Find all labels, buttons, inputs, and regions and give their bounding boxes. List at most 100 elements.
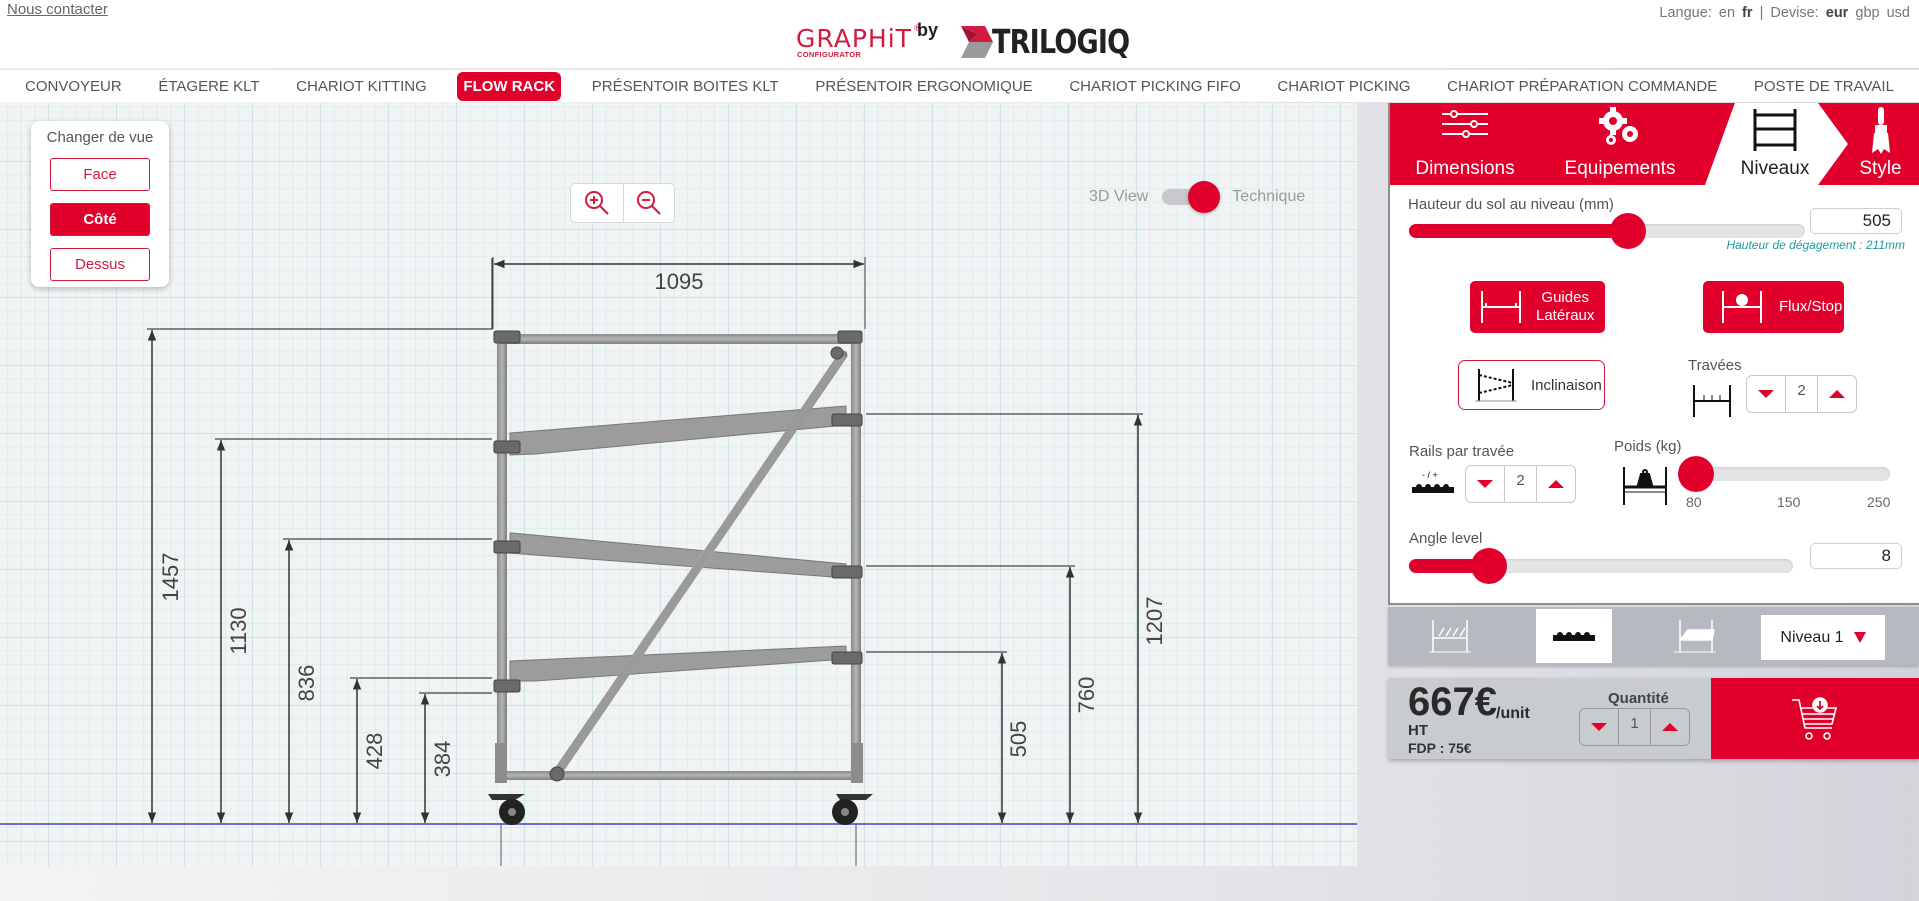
view-dessus-button[interactable]: Dessus: [50, 248, 150, 281]
travees-value[interactable]: 2: [1785, 376, 1818, 412]
view-cote-button[interactable]: Côté: [50, 203, 150, 236]
angle-slider[interactable]: [1409, 548, 1793, 584]
poids-slider[interactable]: [1678, 456, 1890, 492]
tab-style[interactable]: Style: [1840, 103, 1919, 185]
shelf-incline-icon: [1674, 620, 1716, 653]
dim-right-505: 505: [1006, 721, 1031, 758]
quantity-decrement[interactable]: [1580, 709, 1618, 745]
tab-equipements[interactable]: Equipements: [1540, 103, 1700, 185]
quantity-label: Quantité: [1608, 690, 1669, 707]
rails-increment[interactable]: [1537, 466, 1575, 502]
flux-stop-icon: [1722, 291, 1762, 323]
chevron-down-icon: [1477, 480, 1493, 488]
flow-rack-drawing: 1095 1457 1130 836 428 384 1207 760 505: [0, 257, 1357, 866]
quantity-value[interactable]: 1: [1618, 709, 1651, 745]
zoom-in-icon: [584, 191, 609, 215]
chevron-down-icon: [1758, 390, 1774, 398]
nav-chariot-preparation-commande[interactable]: CHARIOT PRÉPARATION COMMANDE: [1447, 77, 1718, 95]
technical-drawing-canvas[interactable]: 1095 1457 1130 836 428 384 1207 760 505 …: [0, 103, 1357, 866]
rails-stepper: 2: [1465, 465, 1576, 503]
height-input[interactable]: 505: [1810, 208, 1902, 234]
toggle-3d-label[interactable]: 3D View: [1089, 188, 1149, 205]
product-nav: CONVOYEUR ÉTAGERE KLT CHARIOT KITTING FL…: [0, 69, 1919, 102]
tab-equipements-label: Equipements: [1564, 158, 1676, 179]
nav-presentoir-ergonomique[interactable]: PRÉSENTOIR ERGONOMIQUE: [815, 77, 1033, 95]
tab-niveaux[interactable]: Niveaux: [1710, 103, 1840, 185]
rails-value[interactable]: 2: [1504, 466, 1537, 502]
poids-label: Poids (kg): [1614, 438, 1682, 455]
travees-increment[interactable]: [1818, 376, 1856, 412]
rails-decrement[interactable]: [1466, 466, 1504, 502]
registered-mark: ®: [912, 24, 923, 34]
logo-trilogiq: TRILOGIQ: [992, 22, 1130, 61]
logo-by: by: [917, 20, 939, 40]
currency-gbp[interactable]: gbp: [1855, 5, 1880, 21]
nav-chariot-kitting[interactable]: CHARIOT KITTING: [296, 77, 427, 95]
language-fr[interactable]: fr: [1742, 5, 1753, 21]
angle-slider-knob[interactable]: [1471, 548, 1507, 584]
flux-stop-label: Flux/Stop: [1779, 298, 1843, 315]
guides-lateraux-button[interactable]: Guides Latéraux: [1470, 281, 1605, 333]
cart-download-icon: [1792, 696, 1838, 740]
poids-tick-250: 250: [1867, 494, 1891, 510]
nav-flow-rack[interactable]: FLOW RACK: [457, 71, 562, 101]
dim-right-760: 760: [1074, 677, 1099, 714]
quantity-increment[interactable]: [1651, 709, 1689, 745]
height-slider-knob[interactable]: [1610, 213, 1646, 249]
currency-eur[interactable]: eur: [1825, 5, 1849, 21]
nav-convoyeur[interactable]: CONVOYEUR: [25, 77, 122, 95]
height-slider[interactable]: [1409, 213, 1805, 249]
chevron-down-icon: [1591, 723, 1607, 731]
trilogiq-logo-icon: [961, 26, 993, 58]
poids-tick-80: 80: [1686, 494, 1702, 510]
nav-chariot-picking[interactable]: CHARIOT PICKING: [1277, 77, 1411, 95]
angle-label: Angle level: [1409, 530, 1483, 547]
contact-link[interactable]: Nous contacter: [7, 1, 108, 18]
paintbrush-icon: [1871, 107, 1890, 154]
currency-usd[interactable]: usd: [1886, 5, 1910, 21]
logo-graphit: GRAPHiT®: [796, 24, 923, 53]
toggle-technique-label[interactable]: Technique: [1232, 188, 1306, 205]
zoom-in-button[interactable]: [571, 184, 623, 222]
inclinaison-button[interactable]: Inclinaison: [1458, 360, 1605, 410]
tab-dimensions-label: Dimensions: [1415, 158, 1515, 179]
inclinaison-label: Inclinaison: [1531, 376, 1602, 394]
render-mode-switch[interactable]: [1160, 179, 1221, 215]
travees-stepper: 2: [1746, 375, 1857, 413]
chevron-down-icon: [1853, 632, 1866, 643]
language-en[interactable]: en: [1718, 5, 1736, 21]
weight-load-icon: [1623, 467, 1667, 505]
zoom-out-button[interactable]: [622, 184, 675, 222]
nav-presentoir-boites-klt[interactable]: PRÉSENTOIR BOITES KLT: [591, 77, 779, 95]
level-guides-tab[interactable]: [1413, 609, 1489, 663]
travees-icon: [1693, 385, 1731, 417]
nav-chariot-picking-fifo[interactable]: CHARIOT PICKING FIFO: [1069, 77, 1241, 95]
currency-label: Devise:: [1770, 5, 1819, 21]
tab-style-label: Style: [1859, 158, 1902, 179]
niveau-select[interactable]: Niveau 1: [1761, 615, 1885, 660]
height-label: Hauteur du sol au niveau (mm): [1408, 196, 1614, 213]
zoom-controls: [570, 183, 675, 223]
travees-decrement[interactable]: [1747, 376, 1785, 412]
add-to-cart-button[interactable]: [1711, 678, 1919, 759]
rails-label: Rails par travée: [1409, 443, 1515, 460]
tab-dimensions[interactable]: Dimensions: [1390, 103, 1540, 185]
level-rails-tab[interactable]: [1536, 609, 1612, 663]
nav-poste-de-travail[interactable]: POSTE DE TRAVAIL: [1753, 77, 1894, 95]
rails-icon: [1553, 632, 1595, 641]
tax-note: HT: [1408, 722, 1428, 739]
poids-slider-knob[interactable]: [1678, 456, 1714, 492]
shelf-levels-icon: [1753, 109, 1797, 151]
switch-knob: [1188, 181, 1221, 213]
rails-icon: [1412, 484, 1454, 493]
nav-etagere-klt[interactable]: ÉTAGERE KLT: [158, 77, 260, 95]
level-shelf-tab[interactable]: [1658, 609, 1734, 663]
price-unit: /unit: [1496, 705, 1530, 722]
dim-left-1130: 1130: [226, 607, 251, 654]
chevron-up-icon: [1829, 390, 1845, 398]
view-face-button[interactable]: Face: [50, 158, 150, 191]
sliders-icon: [1442, 110, 1488, 138]
angle-input[interactable]: 8: [1810, 543, 1902, 569]
flux-stop-button[interactable]: Flux/Stop: [1703, 281, 1844, 333]
view-selector: Changer de vue Face Côté Dessus: [31, 121, 169, 287]
